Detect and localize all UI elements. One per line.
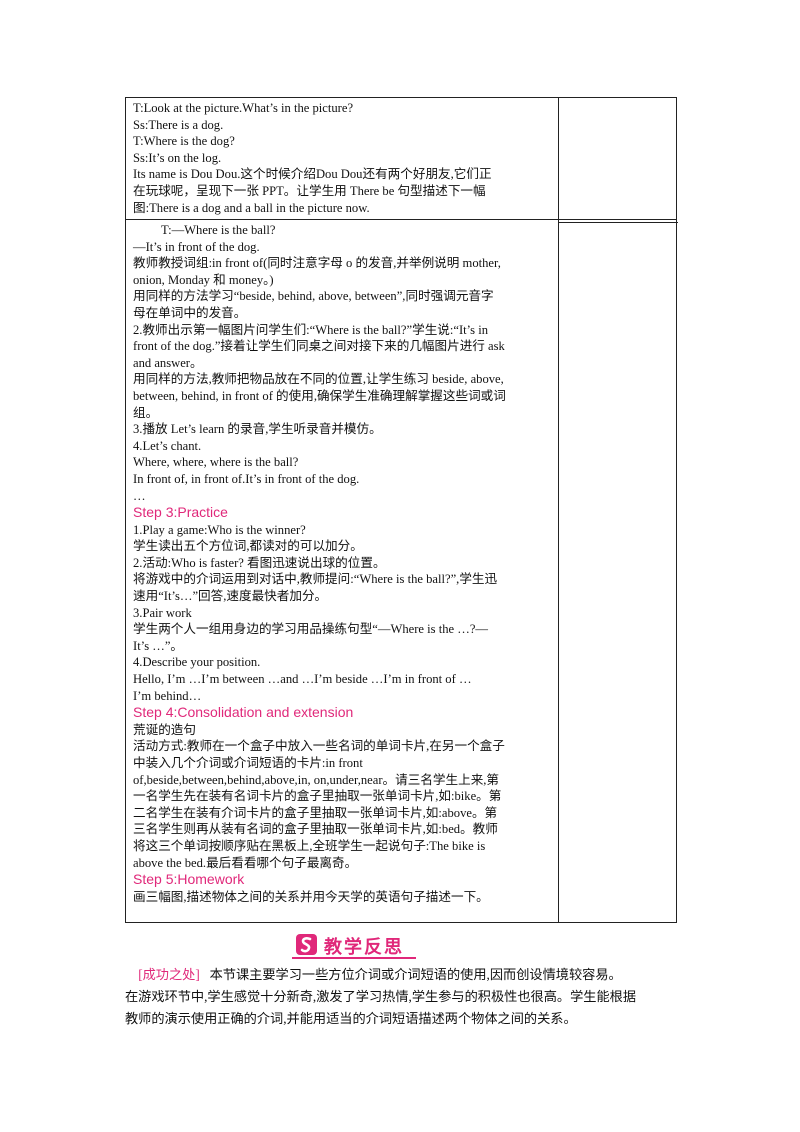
section-banner: 教学反思	[292, 933, 416, 959]
text-line: 图:There is a dog and a ball in the pictu…	[133, 200, 370, 215]
text-line: Ss:There is a dog.	[133, 117, 224, 132]
text-line: 2.教师出示第一幅图片问学生们:“Where is the ball?”学生说:…	[133, 322, 489, 337]
text-line: …	[133, 488, 146, 503]
text-line: 3.播放 Let’s learn 的录音,学生听录音并模仿。	[133, 422, 382, 437]
reflection-line-1: [成功之处] 本节课主要学习一些方位介词或介词短语的使用,因而创设情境较容易。	[125, 964, 677, 986]
text-line: Ss:It’s on the log.	[133, 150, 222, 165]
text-line: 母在单词中的发音。	[133, 305, 247, 320]
text-line: between, behind, in front of 的使用,确保学生准确理…	[133, 388, 506, 403]
reflection-logo-icon	[296, 934, 317, 955]
text-line: 中装入几个介词或介词短语的卡片:in front	[133, 756, 363, 770]
row-divider-right	[558, 222, 678, 223]
text-line: In front of, in front of.It’s in front o…	[133, 471, 360, 486]
text-line: 将游戏中的介词运用到对话中,教师提问:“Where is the ball?”,…	[133, 572, 498, 587]
reflection-line-2: 在游戏环节中,学生感觉十分新奇,激发了学习热情,学生参与的积极性也很高。学生能根…	[125, 989, 637, 1004]
text-line: and answer。	[133, 355, 203, 370]
text-line: T:Where is the dog?	[133, 134, 235, 149]
text-line: 用同样的方法学习“beside, behind, above, between”…	[133, 289, 494, 304]
text-line: onion, Monday 和 money。)	[133, 272, 274, 287]
text-line: —It’s in front of the dog.	[133, 239, 260, 254]
step-heading: Step 4:Consolidation and extension	[133, 704, 354, 721]
text-line: 2.活动:Who is faster? 看图迅速说出球的位置。	[133, 555, 386, 570]
text-line: 速用“It’s…”回答,速度最快者加分。	[133, 589, 328, 604]
text-line: 4.Let’s chant.	[133, 438, 202, 453]
text-line: 教师教授词组:in front of(同时注意字母 o 的发音,并举例说明 mo…	[133, 256, 501, 271]
text-line: T:—Where is the ball?	[161, 223, 276, 237]
text-line: 二名学生在装有介词卡片的盒子里抽取一张单词卡片,如:above。第	[133, 805, 498, 820]
success-tag: [成功之处]	[138, 967, 200, 982]
column-divider	[558, 98, 559, 922]
text-line: above the bed.最后看看哪个句子最离奇。	[133, 855, 358, 870]
reflection-line-3: 教师的演示使用正确的介词,并能用适当的介词短语描述两个物体之间的关系。	[125, 1011, 577, 1026]
table-cell-dialogue: T:Look at the picture.What’s in the pict…	[133, 100, 553, 216]
text-line: 组。	[133, 405, 159, 420]
step-heading: Step 3:Practice	[133, 504, 228, 521]
text-line: 一名学生先在装有名词卡片的盒子里抽取一张单词卡片,如:bike。第	[133, 789, 502, 804]
text-line: Hello, I’m …I’m between …and …I’m beside…	[133, 672, 472, 687]
text-line: Where, where, where is the ball?	[133, 455, 299, 470]
table-cell-procedure: T:—Where is the ball? —It’s in front of t…	[133, 222, 553, 905]
text-line: 学生两个人一组用身边的学习用品操练句型“—Where is the …?—	[133, 622, 489, 637]
text-line: 活动方式:教师在一个盒子中放入一些名词的单词卡片,在另一个盒子	[133, 739, 505, 754]
text-line: 4.Describe your position.	[133, 655, 261, 670]
text-line: 1.Play a game:Who is the winner?	[133, 522, 306, 537]
text-line: Its name is Dou Dou.这个时候介绍Dou Dou还有两个好朋友…	[133, 167, 492, 182]
row-divider	[126, 219, 676, 220]
text-line: 在玩球呢，呈现下一张 PPT。让学生用 There be 句型描述下一幅	[133, 183, 486, 198]
text-line: It’s …”。	[133, 638, 184, 653]
text-line: 将这三个单词按顺序贴在黑板上,全班学生一起说句子:The bike is	[133, 838, 486, 853]
text-line: 用同样的方法,教师把物品放在不同的位置,让学生练习 beside, above,	[133, 372, 504, 387]
reflection-paragraph: [成功之处] 本节课主要学习一些方位介词或介词短语的使用,因而创设情境较容易。 …	[125, 964, 677, 1030]
text-line: T:Look at the picture.What’s in the pict…	[133, 101, 354, 115]
text-line: 画三幅图,描述物体之间的关系并用今天学的英语句子描述一下。	[133, 889, 489, 904]
lesson-table: T:Look at the picture.What’s in the pict…	[125, 97, 678, 923]
text-line: 学生读出五个方位词,都读对的可以加分。	[133, 539, 363, 554]
reflection-text: 本节课主要学习一些方位介词或介词短语的使用,因而创设情境较容易。	[209, 967, 622, 982]
section-underline	[292, 957, 416, 959]
step-heading: Step 5:Homework	[133, 871, 245, 888]
section-title: 教学反思	[324, 937, 404, 958]
text-line: 3.Pair work	[133, 605, 192, 620]
text-line: of,beside,between,behind,above,in, on,un…	[133, 772, 500, 787]
text-line: 荒诞的造句	[133, 722, 196, 737]
text-line: I’m behind…	[133, 688, 202, 703]
text-line: 三名学生则再从装有名词的盒子里抽取一张单词卡片,如:bed。教师	[133, 822, 498, 837]
text-line: front of the dog.”接着让学生们同桌之间对接下来的几幅图片进行 …	[133, 339, 505, 354]
